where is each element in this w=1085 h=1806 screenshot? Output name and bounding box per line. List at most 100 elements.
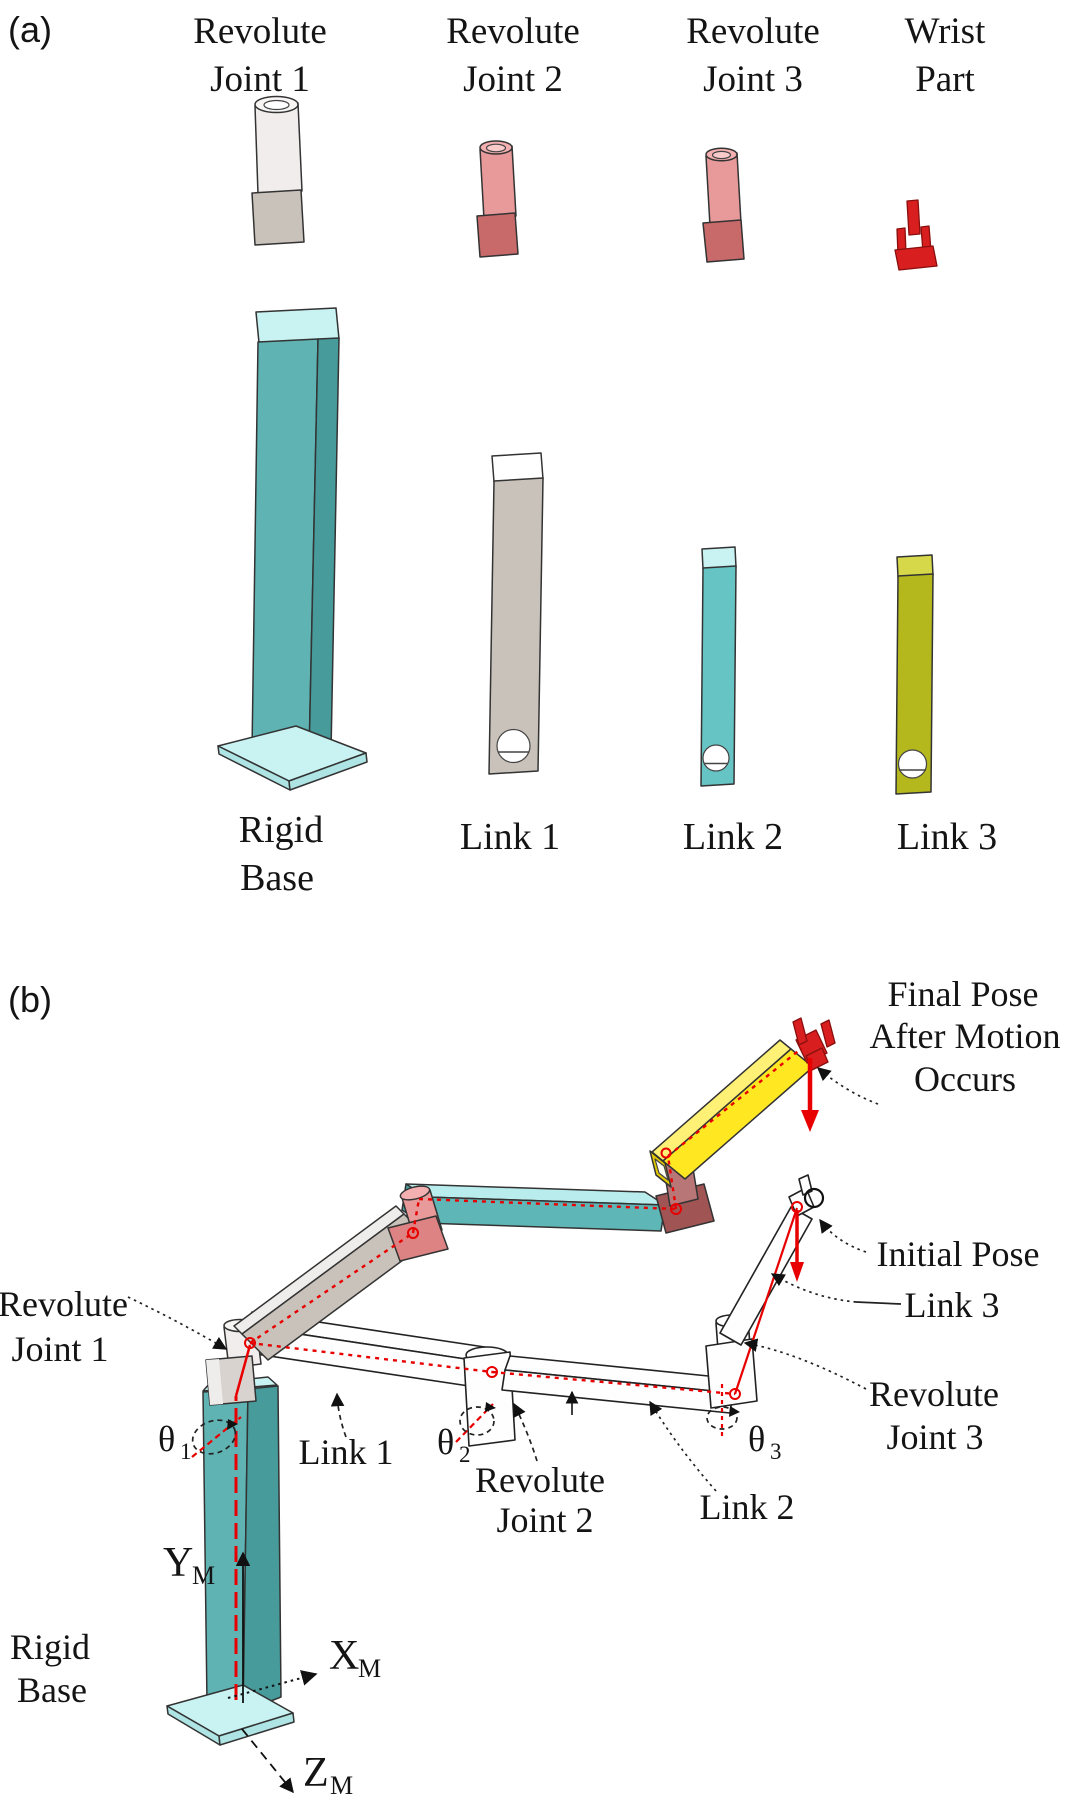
b-revolute-joint3-label-line1: Revolute [869, 1374, 999, 1414]
label-link-3: Link 3 [897, 816, 997, 858]
chain-base-to-joint1 [234, 1344, 252, 1397]
rigid-base-top-cap [255, 307, 340, 344]
wrist-base [894, 245, 938, 271]
axis-y-label: Y [163, 1540, 193, 1586]
theta2-symbol: θ [437, 1422, 454, 1462]
axis-z-label: Z [303, 1750, 329, 1796]
panel-a-part-labels: Rigid Base Link 1 Link 2 Link 3 [239, 809, 997, 899]
panel-a-headers: Revolute Joint 1 Revolute Joint 2 Revolu… [193, 11, 986, 100]
b-link3-end-bore [654, 1158, 669, 1181]
kinematic-chain [191, 1047, 819, 1700]
header-revolute-joint-1-line1: Revolute [193, 11, 327, 52]
b-revolute-joint3-label-line2: Joint 3 [886, 1417, 983, 1457]
chain-link3-initial [733, 1207, 799, 1395]
link1-body [488, 477, 544, 775]
axis-x-label: X [329, 1633, 359, 1679]
b-wrist-prong-right [820, 1019, 836, 1048]
wire-link3-bar [719, 1206, 813, 1346]
axis-z-subscript: M [330, 1771, 353, 1800]
link2-hole [702, 744, 730, 772]
final-pose-arrow-head [801, 1110, 819, 1132]
rigid-base-front-face [251, 338, 319, 758]
chain-link2-final [418, 1197, 677, 1211]
chain-joint2-riser [411, 1198, 421, 1234]
joint3-block [702, 219, 745, 263]
part-revolute-joint-1 [251, 95, 305, 246]
joint2-cylinder-body [479, 145, 517, 220]
header-revolute-joint-1-line2: Joint 1 [210, 59, 310, 100]
panel-a: (a) Revolute Joint 1 Revolute Joint 2 Re… [8, 9, 997, 899]
theta3-rotation-arrow [729, 1406, 740, 1417]
part-revolute-joint-2 [476, 140, 519, 258]
rigid-base-plate-top [217, 725, 367, 782]
header-revolute-joint-2-line1: Revolute [446, 11, 580, 52]
panel-b-tag: (b) [8, 979, 52, 1020]
joint3-final-node [670, 1203, 682, 1215]
theta1-subscript: 1 [180, 1439, 192, 1464]
theta-indicators [191, 1402, 740, 1455]
wrist-initial-node [791, 1201, 803, 1213]
theta3-rotation-arc [706, 1406, 738, 1430]
joint3-cylinder-body [705, 152, 742, 227]
theta2-rotation-arc [459, 1406, 495, 1436]
leader-revolute-joint-1 [127, 1296, 228, 1350]
link3-final-node [660, 1147, 672, 1159]
label-link-1: Link 1 [460, 816, 560, 858]
label-rigid-base-line2: Base [240, 857, 314, 899]
header-wrist-part-line2: Part [915, 59, 975, 100]
b-link3-main-face [662, 1048, 814, 1180]
joint3-initial-node [729, 1388, 741, 1400]
link3-hole [897, 749, 928, 779]
theta2-rotation-arrow [485, 1402, 496, 1412]
link1-hole [496, 728, 531, 764]
joint1-cylinder-body [254, 102, 303, 195]
joint1-cylinder-bore [263, 99, 290, 111]
leader-link-3-dash [855, 1301, 902, 1305]
wire-wrist-ring [803, 1187, 825, 1209]
label-rigid-base-line1: Rigid [239, 809, 323, 851]
header-revolute-joint-3-line2: Joint 3 [703, 59, 803, 100]
leader-revolute-joint-2 [513, 1402, 538, 1462]
theta1-rotation-arrow [227, 1419, 238, 1430]
part-revolute-joint-3 [702, 147, 745, 263]
b-wrist-prong-left [792, 1017, 808, 1046]
leader-revolute-joint-3 [743, 1338, 867, 1390]
b-base-front-face [202, 1388, 249, 1713]
wrist-stem [906, 199, 921, 236]
link2-body [700, 565, 737, 787]
b-base-plate-edge-right [218, 1712, 295, 1746]
b-wrist-final [792, 1017, 836, 1071]
b-joint2-block [387, 1215, 449, 1262]
leader-link-2 [649, 1400, 717, 1492]
rigid-base-plate-edge-right [288, 752, 368, 791]
header-revolute-joint-2-line2: Joint 2 [463, 59, 563, 100]
part-rigid-base [217, 307, 368, 791]
header-wrist-part-line1: Wrist [905, 11, 986, 52]
b-joint1-block-highlight [206, 1359, 223, 1405]
b-revolute-joint2-label-line1: Revolute [475, 1460, 605, 1500]
b-revolute-joint1-label-line2: Joint 1 [11, 1329, 108, 1369]
b-revolute-joint2-label-line2: Joint 2 [496, 1500, 593, 1540]
initial-pose-label: Initial Pose [877, 1234, 1040, 1274]
part-wrist [894, 199, 938, 271]
b-base-side-face [242, 1385, 282, 1713]
joint2-initial-node [486, 1366, 498, 1378]
b-link2-label: Link 2 [700, 1487, 795, 1527]
theta2-subscript: 2 [459, 1442, 471, 1467]
b-joint2-cylinder-top [399, 1185, 431, 1201]
b-revolute-joint1-label-line1: Revolute [0, 1284, 128, 1324]
leader-final-pose [816, 1067, 879, 1105]
part-link-3 [895, 554, 934, 795]
leader-link-1 [330, 1392, 347, 1438]
joint2-block [476, 212, 519, 258]
label-link-2: Link 2 [683, 816, 783, 858]
leader-initial-pose [819, 1218, 867, 1253]
initial-pose-arrow-head [790, 1262, 804, 1282]
link1-top-cap [491, 452, 544, 483]
b-rigid-base-label-line2: Base [17, 1670, 87, 1710]
panel-b-labels: Final Pose After Motion Occurs Initial P… [0, 974, 1060, 1800]
theta1-symbol: θ [158, 1419, 175, 1459]
final-pose-label-line2: After Motion [870, 1016, 1061, 1056]
